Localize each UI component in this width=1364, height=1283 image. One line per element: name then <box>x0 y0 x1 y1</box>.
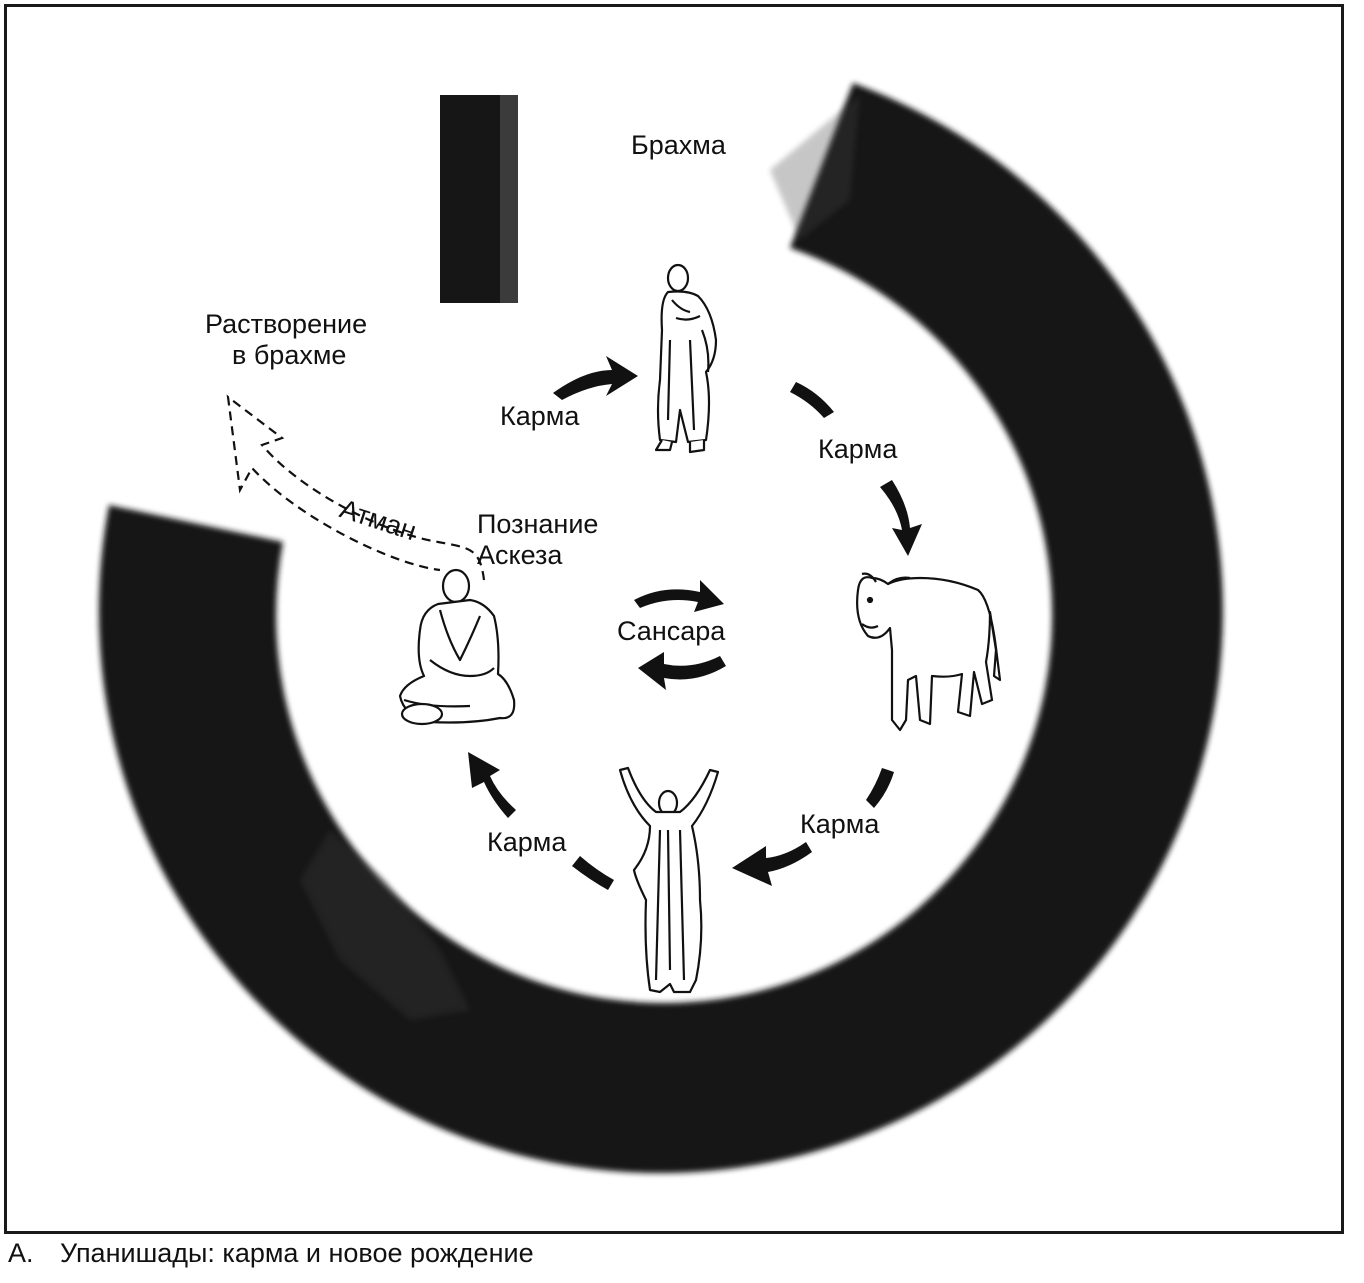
karma-arrow-figure-to-ascetic-a <box>572 856 614 890</box>
bull-icon <box>856 572 1002 732</box>
atman-label: Атман <box>336 494 420 547</box>
raised-arms-figure-icon <box>618 766 720 994</box>
karma-arrow-to-monk <box>553 356 638 400</box>
dissolution-label-line2: в брахме <box>232 340 346 370</box>
atman-escape-arrow <box>226 394 486 581</box>
samsara-label: Сансара <box>617 616 726 646</box>
karma-arrow-bull-to-figure-b <box>732 842 812 886</box>
karma-label-top-right: Карма <box>818 434 898 464</box>
brahma-bar-shade <box>500 95 518 303</box>
karma-arrow-figure-to-ascetic-b <box>468 752 516 818</box>
karma-label-bottom-right: Карма <box>800 809 880 839</box>
asceticism-label: Аскеза <box>477 540 563 570</box>
caption-letter: A. <box>8 1238 34 1268</box>
karma-arrow-bull-to-figure-a <box>866 768 894 808</box>
figure-caption: A. Упанишады: карма и новое рождение <box>8 1238 534 1269</box>
karma-arrows <box>468 356 922 890</box>
karma-label-bottom-left: Карма <box>487 827 567 857</box>
karma-arrow-monk-to-bull-b <box>880 480 922 556</box>
karma-arrow-monk-to-bull-a <box>790 382 834 418</box>
standing-monk-icon <box>654 263 718 454</box>
knowledge-label: Познание <box>477 509 598 539</box>
seated-ascetic-icon <box>398 568 516 726</box>
ring-shade-left <box>300 830 470 1020</box>
samsara-arrow-bottom <box>638 652 726 690</box>
samsara-arrow-top <box>634 580 724 612</box>
ring-shade-top <box>770 95 860 240</box>
caption-text: Упанишады: карма и новое рождение <box>60 1238 534 1268</box>
dissolution-label-line1: Растворение <box>205 309 367 339</box>
karma-label-top-left: Карма <box>500 401 580 431</box>
brahma-label: Брахма <box>631 130 727 160</box>
